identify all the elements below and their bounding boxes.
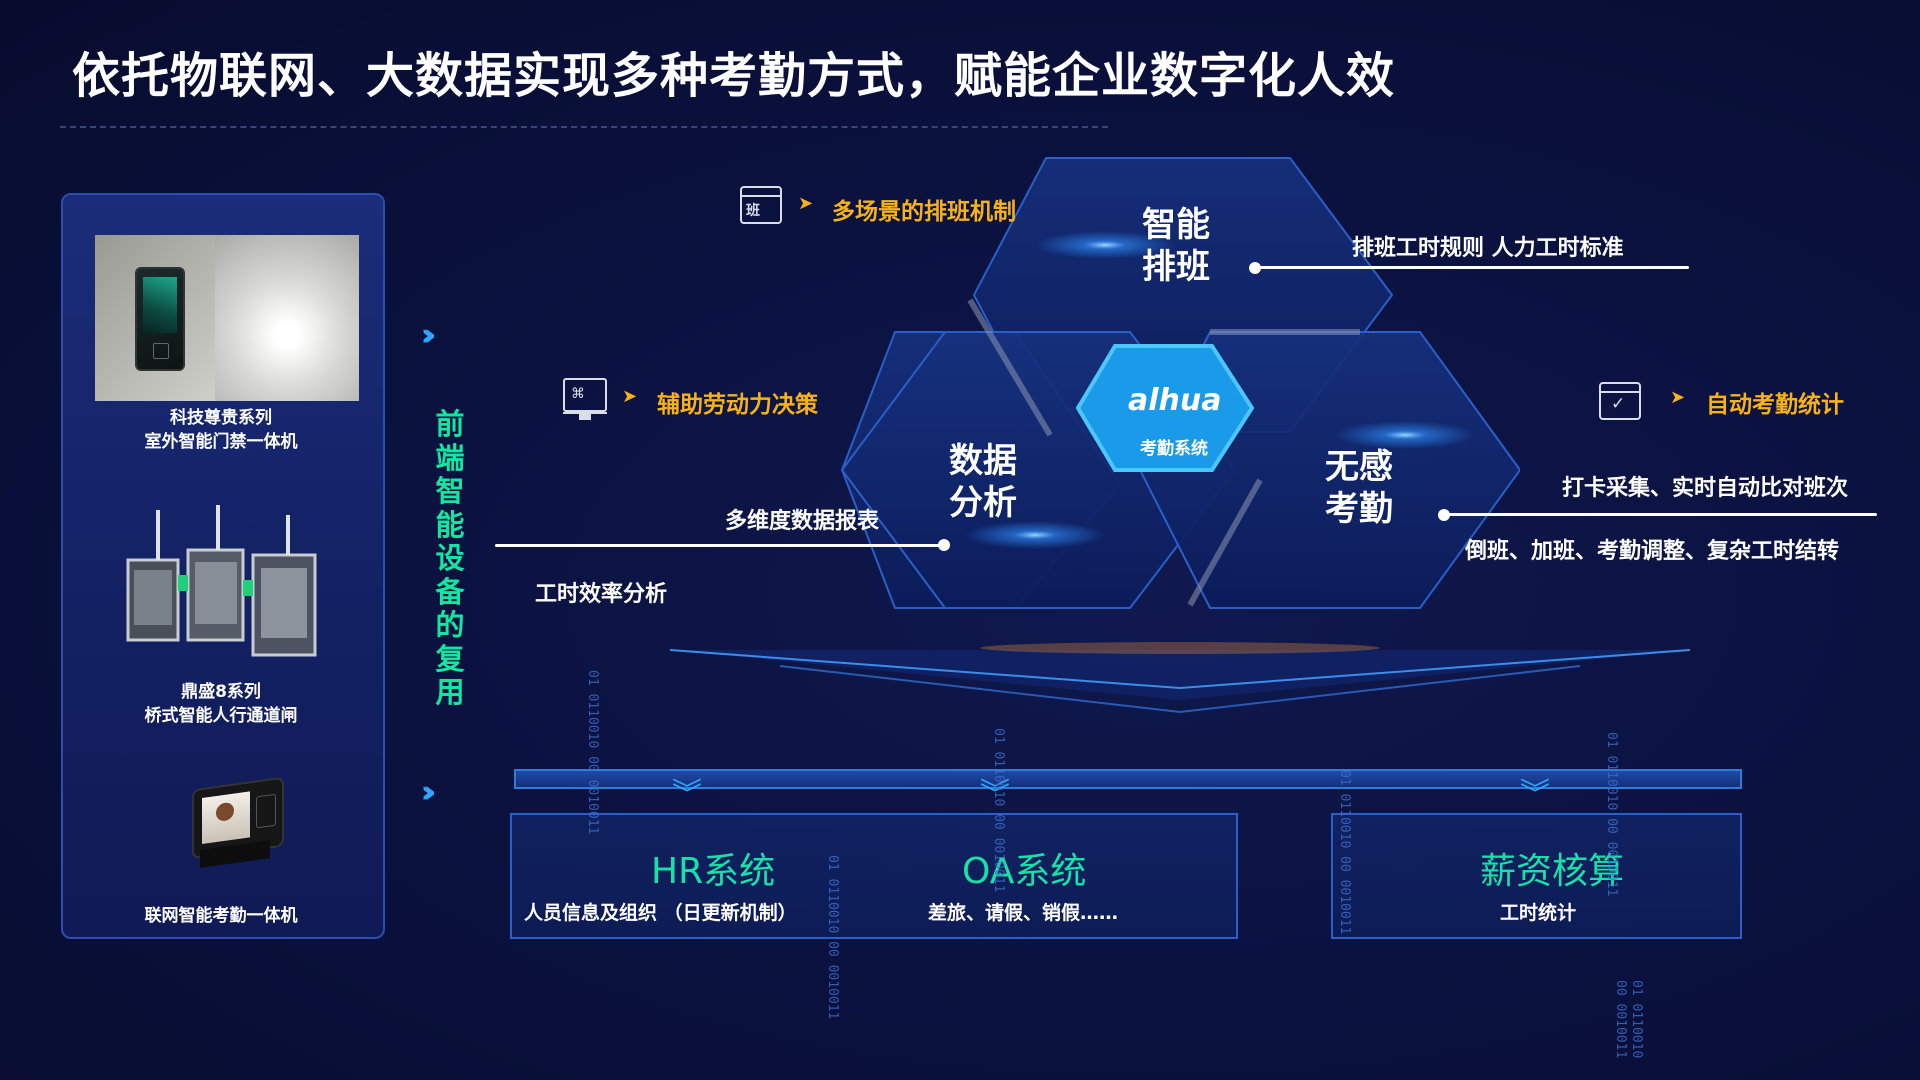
workforce-decision-feature-label: 辅助劳动力决策	[657, 385, 818, 419]
attendance-system-label: 考勤系统	[1140, 434, 1208, 459]
hex-label-line: 分析	[949, 482, 1017, 524]
device-product-name: 室外智能门禁一体机	[61, 430, 381, 454]
clock-in-collection-text: 打卡采集、实时自动比对班次	[1562, 470, 1848, 502]
device-series-name: 科技尊贵系列	[61, 406, 381, 430]
payroll-subtitle: 工时统计	[1500, 898, 1576, 925]
page-title: 依托物联网、大数据实现多种考勤方式，赋能企业数字化人效	[72, 36, 1395, 106]
hex-label-line: 考勤	[1325, 488, 1393, 530]
multi-dimension-report-text: 多维度数据报表	[725, 503, 879, 535]
hex-label-line: 智能	[1142, 204, 1210, 246]
pedestrian-turnstile-image	[118, 500, 328, 680]
binary-decoration: 01 0110010 00 0010011	[1336, 770, 1352, 934]
seamless-attendance-hex-label: 无感 考勤	[1325, 446, 1393, 530]
hr-system-title: HR系统	[651, 842, 775, 894]
title-divider	[60, 126, 1108, 128]
scheduling-feature-label: 多场景的排班机制	[832, 192, 1016, 226]
device-caption-2: 鼎盛8系列 桥式智能人行通道闸	[61, 680, 381, 728]
oa-system-subtitle: 差旅、请假、销假……	[928, 898, 1118, 925]
device-series-name: 鼎盛8系列	[61, 680, 381, 704]
connector-dot	[938, 539, 950, 551]
device-product-name: 桥式智能人行通道闸	[61, 704, 381, 728]
hex-label-line: 无感	[1325, 446, 1393, 488]
arrow-right-icon: ➤	[798, 193, 813, 214]
outdoor-access-terminal-image	[95, 235, 359, 401]
hr-system-subtitle: 人员信息及组织 （日更新机制）	[524, 898, 797, 925]
chevron-down-icon: ︾	[1520, 785, 1550, 805]
schedule-icon: 班	[740, 186, 782, 224]
hex-label-line: 数据	[949, 440, 1017, 482]
data-analysis-hex-label: 数据 分析	[949, 440, 1017, 524]
connector-line	[1255, 266, 1689, 269]
alhua-logo: alhua	[1128, 383, 1222, 418]
auto-attendance-stats-feature-label: 自动考勤统计	[1706, 385, 1844, 419]
attendance-terminal-image	[180, 773, 290, 878]
binary-decoration: 01 0110010 00 0010011	[584, 670, 600, 834]
device-caption-3: 联网智能考勤一体机	[61, 904, 381, 928]
connector-line	[495, 544, 943, 547]
front-device-reuse-label: 前端智能设备的复用	[430, 408, 470, 710]
device-caption-1: 科技尊贵系列 室外智能门禁一体机	[61, 406, 381, 454]
connector-line	[1444, 513, 1877, 516]
arrow-right-icon: ➤	[622, 386, 637, 407]
binary-decoration: 01 0110010 00 0010011	[824, 855, 840, 1019]
hex-label-line: 排班	[1142, 246, 1210, 288]
binary-decoration: 01 0110010 00 0010011	[990, 728, 1006, 892]
monitor-chart-icon: ⌘	[563, 378, 607, 412]
oa-system-title: OA系统	[962, 842, 1086, 894]
chevron-down-icon: ︾	[672, 785, 702, 805]
binary-decoration: 01 0110010 00 0010011	[1603, 732, 1619, 896]
binary-decoration: 01 0110010 00 0010011	[1612, 980, 1644, 1080]
arrow-right-icon: ➤	[1670, 387, 1685, 408]
platform-base	[660, 630, 1700, 720]
work-efficiency-analysis-text: 工时效率分析	[535, 576, 667, 608]
shift-operations-text: 倒班、加班、考勤调整、复杂工时结转	[1465, 533, 1839, 565]
smart-schedule-hex-label: 智能 排班	[1142, 204, 1210, 288]
calendar-check-icon: ✓	[1599, 382, 1641, 420]
schedule-rules-text: 排班工时规则 人力工时标准	[1352, 230, 1624, 262]
